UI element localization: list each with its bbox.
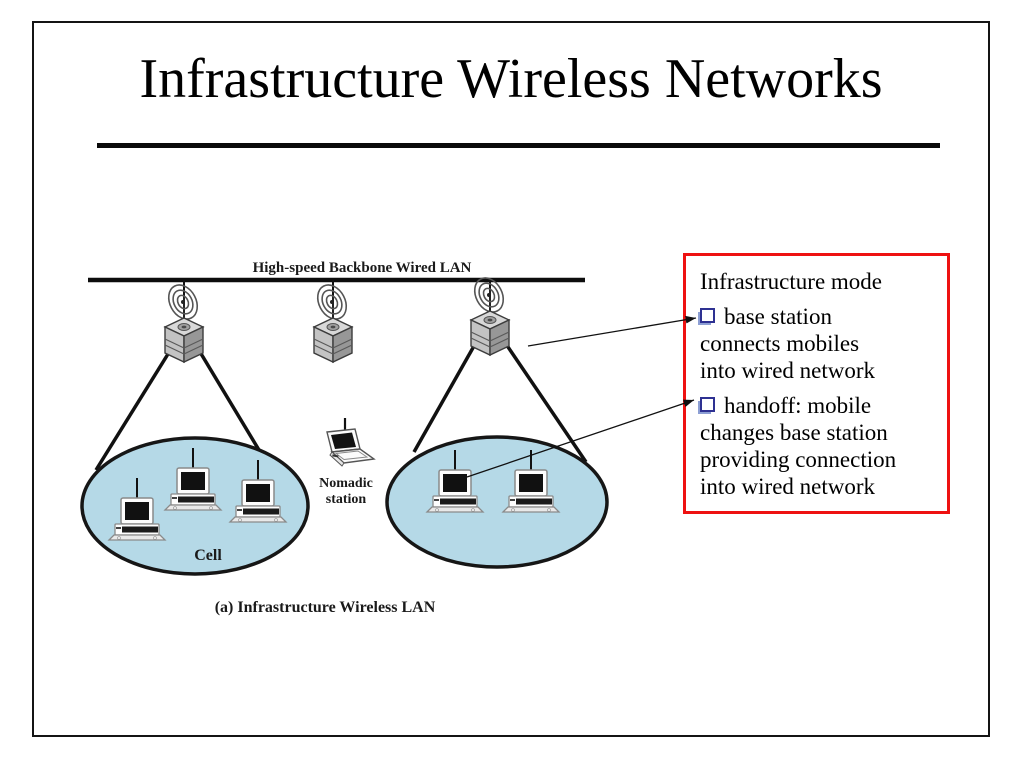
- infobox-bullet-2: handoff: mobile: [700, 392, 941, 419]
- slide-title: Infrastructure Wireless Networks: [139, 48, 883, 110]
- infobox-text: handoff: mobile: [724, 393, 872, 418]
- infobox-title: Infrastructure mode: [700, 269, 883, 294]
- square-bullet-icon: [700, 308, 715, 323]
- infobox-bullet-1: base station: [700, 303, 941, 330]
- infobox-text: providing connection: [700, 447, 897, 472]
- square-bullet-icon: [700, 397, 715, 412]
- infobox-text: into wired network: [700, 358, 876, 383]
- infobox-text: connects mobiles: [700, 331, 860, 356]
- infobox-text: changes base station: [700, 420, 888, 445]
- infobox-text: base station: [724, 304, 832, 329]
- infobox-text: into wired network: [700, 474, 876, 499]
- title-divider: [97, 143, 940, 148]
- infobox: Infrastructure mode base station connect…: [683, 253, 950, 514]
